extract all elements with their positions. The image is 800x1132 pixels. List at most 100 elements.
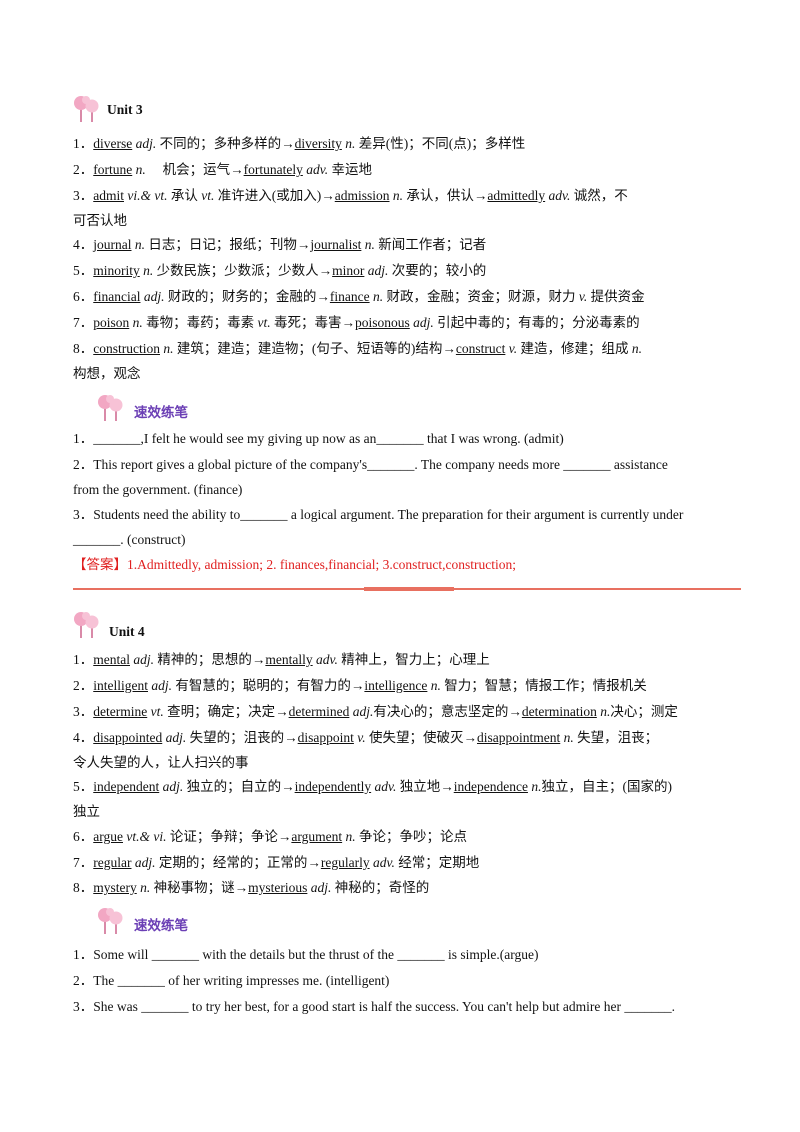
part-of-speech: adj. (349, 704, 374, 719)
part-of-speech: n. (361, 237, 375, 252)
entry-number: 3． (73, 188, 94, 203)
definition: 神秘的；奇怪的 (331, 880, 430, 895)
exercise-line: 1．_______,I felt he would see my giving … (73, 431, 564, 446)
entry-number: 7． (73, 315, 94, 330)
practice-title: 速效练笔 (134, 405, 188, 421)
definition: 次要的；较小的 (388, 263, 487, 278)
headword: determination (521, 704, 597, 719)
part-of-speech: adj. (307, 880, 332, 895)
part-of-speech: n. (129, 315, 143, 330)
part-of-speech: vt. (147, 704, 164, 719)
word-entry: 4．journal n. 日志；日记；报纸；刊物→journalist n. 新… (73, 236, 730, 254)
exercise-line: 2．The _______ of her writing impresses m… (73, 973, 390, 988)
definition: 独立地→ (396, 779, 454, 794)
unit3-title: Unit 3 (107, 102, 143, 117)
word-entry-continuation: 构想，观念 (73, 365, 730, 383)
part-of-speech: v. (578, 289, 588, 304)
entry-text: 令人失望的人，让人扫兴的事 (73, 755, 249, 770)
definition: 经常；定期地 (394, 855, 480, 870)
headword: disappointed (93, 730, 163, 745)
part-of-speech: n. (132, 162, 146, 177)
headword: mystery (93, 880, 137, 895)
part-of-speech: n. (527, 779, 542, 794)
headword: poisonous (355, 315, 410, 330)
practice-title: 速效练笔 (134, 918, 188, 934)
headword: journalist (310, 237, 362, 252)
exercise-line: 3．She was _______ to try her best, for a… (73, 999, 675, 1014)
part-of-speech: adj. (409, 315, 434, 330)
unit4-title: Unit 4 (109, 624, 145, 639)
headword: construct (455, 341, 506, 356)
part-of-speech: adj. (148, 678, 173, 693)
headword: construction (93, 341, 160, 356)
part-of-speech: adv. (545, 188, 571, 203)
headword: intelligence (364, 678, 428, 693)
definition: 独立，自主；(国家的) (541, 779, 672, 794)
definition: 机会；运气→ (145, 162, 244, 177)
part-of-speech: n. (631, 341, 642, 356)
part-of-speech: vi.& vt. (124, 188, 168, 203)
part-of-speech: adj. (132, 136, 157, 151)
part-of-speech: adv. (302, 162, 329, 177)
word-entry: 3．determine vt. 查明；确定；决定→determined adj.… (73, 703, 730, 721)
definition: 引起中毒的；有毒的；分泌毒素的 (433, 315, 640, 330)
definition: 失望的；沮丧的→ (186, 730, 298, 745)
section-divider-accent (364, 587, 454, 591)
definition: 独立的；自立的→ (183, 779, 295, 794)
definition: 失望，沮丧； (573, 730, 659, 745)
headword: regular (93, 855, 132, 870)
entry-number: 1． (73, 652, 94, 667)
definition: 论证；争辩；争论→ (166, 829, 292, 844)
part-of-speech: adj. (130, 652, 155, 667)
definition: 承认，供认→ (403, 188, 488, 203)
word-entry: 7．poison n. 毒物；毒药；毒素 vt. 毒死；毒害→poisonous… (73, 314, 730, 332)
definition: 使失望；使破灭→ (365, 730, 478, 745)
definition: 少数民族；少数派；少数人→ (153, 263, 333, 278)
part-of-speech: n. (389, 188, 404, 203)
part-of-speech: adj. (364, 263, 389, 278)
answer-line: 【答案】1.Admittedly, admission; 2. finances… (73, 557, 517, 572)
headword: mentally (265, 652, 313, 667)
headword: minority (93, 263, 140, 278)
entry-number: 5． (73, 263, 94, 278)
definition: 精神上，智力上；心理上 (337, 652, 490, 667)
definition: 有决心的；意志坚定的→ (373, 704, 522, 719)
word-entry: 6．financial adj. 财政的；财务的；金融的→finance n. … (73, 288, 730, 306)
part-of-speech: n. (131, 237, 145, 252)
definition: 智力；智慧；情报工作；情报机关 (440, 678, 647, 693)
headword: fortune (93, 162, 133, 177)
word-entry: 2．intelligent adj. 有智慧的；聪明的；有智力的→intelli… (73, 677, 730, 695)
headword: argument (291, 829, 343, 844)
definition: 建筑；建造；建造物；(句子、短语等的)结构→ (173, 341, 456, 356)
part-of-speech: n. (341, 136, 356, 151)
word-entry: 1．mental adj. 精神的；思想的→mentally adv. 精神上，… (73, 651, 730, 669)
headword: intelligent (93, 678, 148, 693)
definition: 财政，金融；资金；财源，财力 (383, 289, 579, 304)
definition: 定期的；经常的；正常的→ (155, 855, 321, 870)
headword: independent (93, 779, 160, 794)
entry-number: 6． (73, 829, 94, 844)
word-entry: 7．regular adj. 定期的；经常的；正常的→regularly adv… (73, 854, 730, 872)
headword: regularly (320, 855, 370, 870)
word-entry: 6．argue vt.& vi. 论证；争辩；争论→argument n. 争论… (73, 828, 730, 846)
entry-number: 8． (73, 341, 94, 356)
headword: disappoint (297, 730, 354, 745)
entry-number: 5． (73, 779, 94, 794)
definition: 准许进入(或加入)→ (214, 188, 335, 203)
part-of-speech: n. (596, 704, 611, 719)
headword: journal (93, 237, 132, 252)
entry-number: 3． (73, 704, 94, 719)
part-of-speech: n. (342, 829, 356, 844)
word-entry: 8．construction n. 建筑；建造；建造物；(句子、短语等的)结构→… (73, 340, 730, 358)
part-of-speech: adj. (140, 289, 165, 304)
headword: disappointment (477, 730, 561, 745)
definition: 承认 (167, 188, 202, 203)
part-of-speech: n. (139, 263, 154, 278)
headword: determined (288, 704, 350, 719)
word-entry: 5．independent adj. 独立的；自立的→independently… (73, 778, 730, 796)
tree-icon (98, 908, 123, 934)
word-entry: 3．admit vi.& vt. 承认 vt. 准许进入(或加入)→admiss… (73, 187, 730, 205)
part-of-speech: adj. (162, 730, 187, 745)
word-entry: 5．minority n. 少数民族；少数派；少数人→minor adj. 次要… (73, 262, 730, 280)
